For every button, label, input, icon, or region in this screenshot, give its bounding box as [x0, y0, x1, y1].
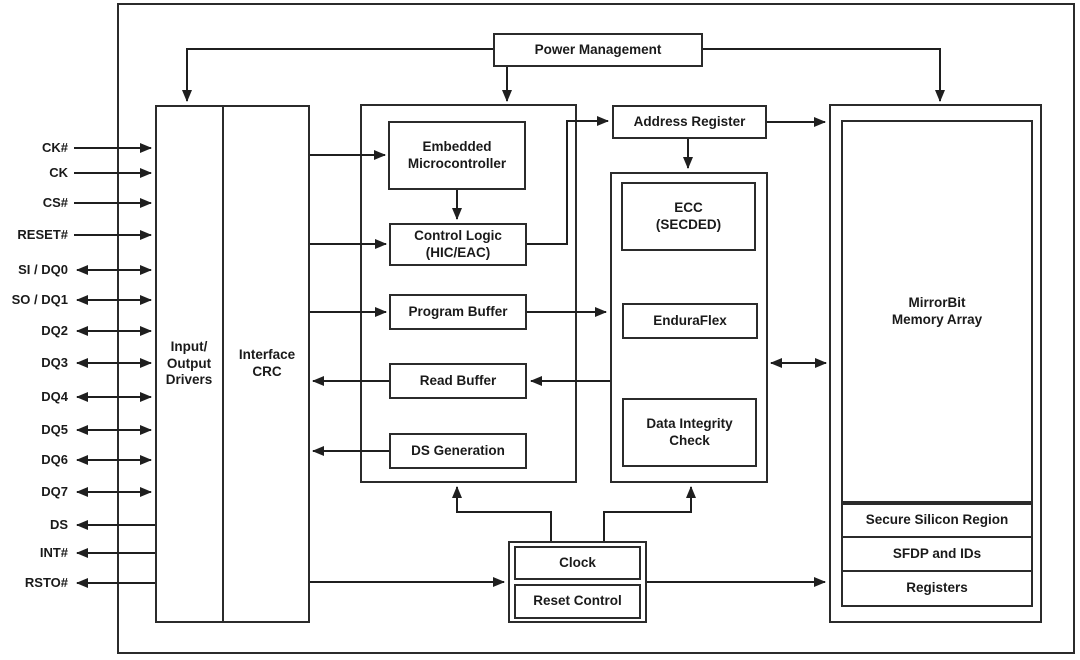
block-read-buffer: Read Buffer: [389, 363, 527, 399]
pin-label-int-n: INT#: [39, 545, 68, 560]
block-reset-control: Reset Control: [514, 584, 641, 619]
pin-label-ck: CK: [49, 165, 68, 180]
block-reset-control-label: Reset Control: [533, 593, 622, 609]
pin-label-ck-n: CK#: [41, 140, 68, 155]
block-interface-crc-label: Interface CRC: [238, 347, 296, 379]
line-clock-to-controller: [452, 486, 552, 541]
block-embedded-microcontroller-label: Embedded Microcontroller: [407, 138, 507, 171]
block-program-buffer: Program Buffer: [389, 294, 527, 330]
ecc-container: [610, 172, 768, 483]
block-program-buffer-label: Program Buffer: [408, 303, 508, 319]
line-clock-to-ecc: [603, 486, 696, 541]
block-ds-generation: DS Generation: [389, 433, 527, 469]
line-pm-to-io: [182, 48, 493, 102]
block-io-drivers: Input/ Output Drivers: [155, 105, 223, 623]
pin-label-rsto-n: RSTO#: [24, 575, 68, 590]
block-io-interface: [155, 105, 310, 623]
pin-label-si-dq0: SI / DQ0: [18, 262, 68, 277]
block-embedded-microcontroller: Embedded Microcontroller: [388, 121, 526, 190]
block-clock-label: Clock: [559, 554, 596, 570]
io-crc-divider: [222, 105, 224, 623]
block-power-management-label: Power Management: [534, 41, 662, 57]
block-enduraflex: EnduraFlex: [622, 303, 758, 339]
block-ecc-secded-label: ECC (SECDED): [655, 199, 722, 232]
clock-container: [508, 541, 647, 623]
block-registers: Registers: [841, 570, 1033, 607]
block-power-management: Power Management: [493, 33, 703, 67]
controller-container: [360, 104, 577, 483]
pin-label-ds: DS: [49, 517, 68, 532]
block-sfdp-and-ids-label: SFDP and IDs: [892, 545, 982, 561]
block-mirrorbit-memory-array: MirrorBit Memory Array: [841, 120, 1033, 503]
block-address-register: Address Register: [612, 105, 767, 139]
memory-container: [829, 104, 1042, 623]
pin-label-dq5: DQ5: [41, 422, 68, 437]
block-io-drivers-label: Input/ Output Drivers: [165, 338, 213, 388]
pin-label-dq7: DQ7: [41, 484, 68, 499]
pin-label-dq4: DQ4: [41, 389, 68, 404]
block-clock: Clock: [514, 546, 641, 580]
pin-label-dq3: DQ3: [41, 355, 68, 370]
line-pm-to-memory: [703, 48, 945, 102]
pin-label-dq6: DQ6: [41, 452, 68, 467]
block-read-buffer-label: Read Buffer: [419, 372, 497, 388]
block-mirrorbit-memory-array-label: MirrorBit Memory Array: [891, 294, 983, 327]
block-ecc-secded: ECC (SECDED): [621, 182, 756, 251]
line-control-logic-to-address-register: [527, 116, 609, 245]
pin-label-dq2: DQ2: [41, 323, 68, 338]
pin-label-reset-n: RESET#: [17, 227, 68, 242]
block-data-integrity-check-label: Data Integrity Check: [646, 415, 733, 448]
block-enduraflex-label: EnduraFlex: [653, 312, 727, 328]
block-control-logic-label: Control Logic (HIC/EAC): [414, 227, 502, 260]
block-control-logic: Control Logic (HIC/EAC): [389, 223, 527, 266]
block-data-integrity-check: Data Integrity Check: [622, 398, 757, 467]
block-registers-label: Registers: [906, 580, 968, 596]
block-ds-generation-label: DS Generation: [411, 442, 505, 458]
pin-label-so-dq1: SO / DQ1: [11, 292, 68, 307]
block-secure-silicon-region-label: Secure Silicon Region: [865, 512, 1009, 528]
block-sfdp-and-ids: SFDP and IDs: [841, 536, 1033, 572]
block-address-register-label: Address Register: [633, 113, 746, 129]
pin-label-cs-n: CS#: [42, 195, 68, 210]
block-interface-crc: Interface CRC: [224, 105, 310, 623]
